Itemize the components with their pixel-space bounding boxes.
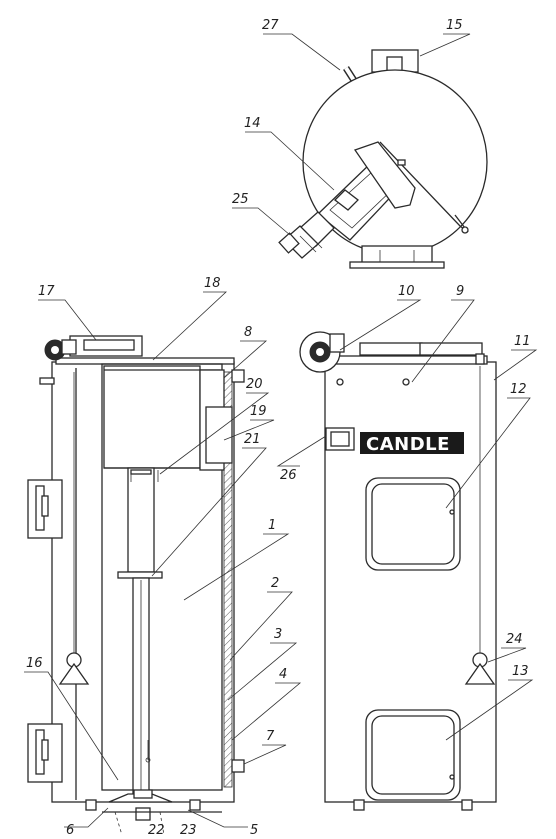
thermostat-weight-left [58, 372, 90, 685]
brand-plate [360, 432, 464, 454]
callout-22: 22 [148, 823, 165, 838]
callout-2: 2 [271, 576, 279, 591]
callout-25: 25 [232, 192, 249, 207]
front-view: CANDLE [299, 331, 497, 811]
callout-9: 9 [456, 284, 464, 299]
top-view [278, 49, 488, 269]
combustion-chamber [101, 363, 223, 791]
insulation-layer [223, 371, 233, 788]
callout-19: 19 [250, 404, 267, 419]
return-nozzle [231, 759, 245, 773]
supply-nozzle [231, 369, 245, 383]
callout-6: 6 [66, 823, 74, 838]
brand-label: CANDLE [366, 434, 450, 455]
callout-leaders [24, 33, 538, 828]
thermostat-weight-front [464, 353, 496, 685]
callout-16: 16 [26, 656, 43, 671]
callout-18: 18 [204, 276, 221, 291]
burner-motor [278, 211, 335, 259]
callout-11: 11 [514, 334, 531, 349]
callout-14: 14 [244, 116, 261, 131]
callout-5: 5 [250, 823, 258, 838]
upper-door-hinge [27, 479, 63, 539]
callout-15: 15 [446, 18, 463, 33]
callout-17: 17 [38, 284, 55, 299]
heat-exchanger-chamber [103, 365, 201, 469]
callout-10: 10 [398, 284, 415, 299]
callout-26: 26 [280, 468, 297, 483]
callout-27: 27 [262, 18, 279, 33]
drum-stand [361, 245, 433, 265]
burner-housing [317, 141, 469, 241]
callout-1: 1 [268, 518, 276, 533]
callout-24: 24 [506, 632, 523, 647]
callout-8: 8 [244, 325, 252, 340]
callout-3: 3 [274, 627, 282, 642]
callout-labels: 27 15 14 25 17 18 8 20 19 21 1 2 3 4 7 1… [26, 18, 531, 838]
callout-13: 13 [512, 664, 529, 679]
callout-20: 20 [246, 377, 263, 392]
side-section-view [27, 335, 245, 836]
callout-7: 7 [266, 729, 275, 744]
callout-21: 21 [244, 432, 261, 447]
inspection-port [402, 378, 410, 386]
callout-12: 12 [510, 382, 527, 397]
top-fan-assembly [39, 335, 143, 385]
burner-column [108, 467, 173, 821]
lower-door-hinge [27, 723, 63, 783]
callout-23: 23 [180, 823, 197, 838]
callout-4: 4 [279, 667, 287, 682]
flue-gas-outlet [205, 406, 233, 464]
